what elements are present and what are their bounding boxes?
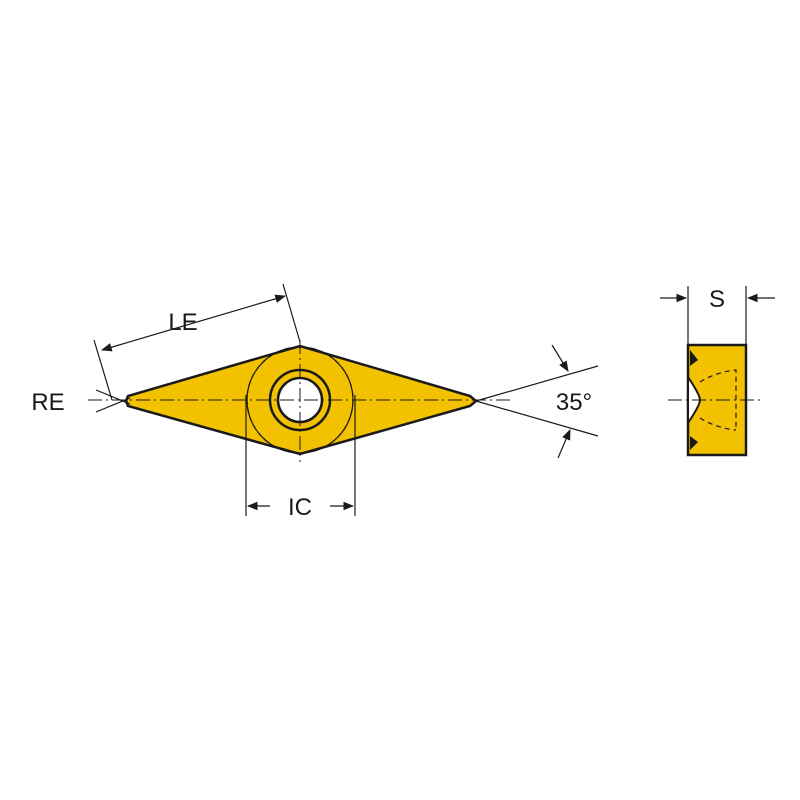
insert-top-view [88, 340, 510, 462]
le-extension-left [93, 339, 113, 401]
re-label: RE [31, 389, 64, 416]
le-dimension: LE [93, 283, 301, 401]
ic-label: IC [288, 494, 312, 521]
le-extension-right [282, 283, 301, 343]
side-chipbreaker-lower [690, 436, 698, 450]
insert-side-view: S [660, 286, 775, 457]
angle-arrow-lower [557, 429, 571, 459]
ic-dimension: IC [245, 395, 356, 521]
side-hidden-upper [699, 369, 737, 430]
le-label: LE [168, 309, 197, 336]
side-hidden-lower [699, 417, 737, 431]
angle-dimension: 35° [475, 344, 599, 459]
angle-label: 35° [556, 389, 592, 416]
s-label: S [709, 286, 725, 313]
angle-arrow-upper [551, 344, 569, 372]
re-dimension: RE [31, 389, 131, 416]
angle-line-upper [475, 365, 599, 402]
angle-line-lower [475, 400, 599, 437]
side-chipbreaker-upper [690, 350, 698, 366]
le-dimension-line [100, 294, 287, 352]
re-leader-upper [95, 389, 131, 405]
re-leader-lower [95, 397, 131, 413]
